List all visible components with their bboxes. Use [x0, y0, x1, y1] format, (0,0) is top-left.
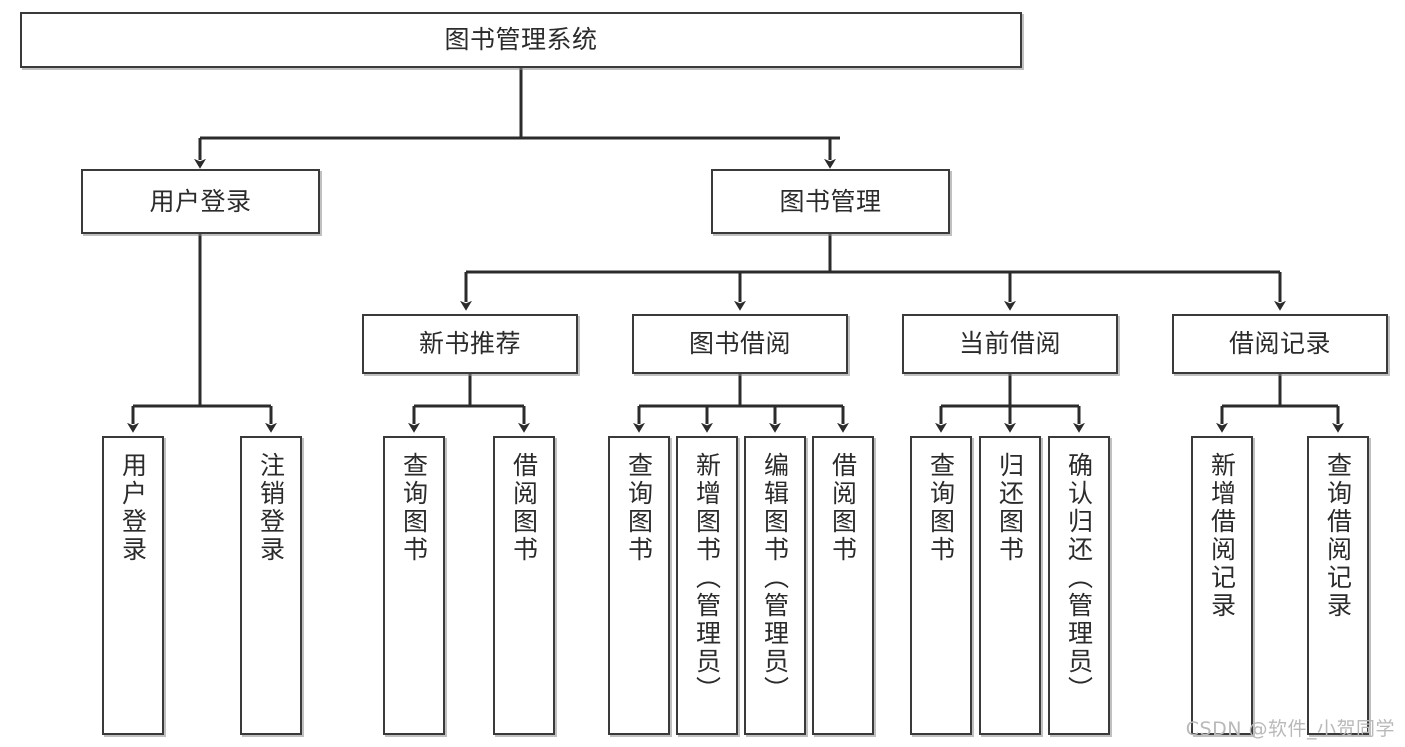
node-new-book-recommend[interactable]: 新书推荐 — [362, 314, 578, 374]
leaf-borrow-book[interactable]: 借阅图书 — [812, 436, 874, 735]
node-label: 借阅图书 — [828, 452, 858, 564]
node-label: 用户登录 — [118, 452, 148, 564]
node-book-borrow[interactable]: 图书借阅 — [632, 314, 848, 374]
node-label: 查询图书 — [399, 452, 429, 564]
leaf-edit-book-admin[interactable]: 编辑图书（管理员） — [744, 436, 806, 735]
leaf-query-borrow-record[interactable]: 查询借阅记录 — [1307, 436, 1369, 735]
leaf-add-borrow-record[interactable]: 新增借阅记录 — [1191, 436, 1253, 735]
leaf-query-book-new[interactable]: 查询图书 — [383, 436, 445, 735]
node-root-system[interactable]: 图书管理系统 — [20, 12, 1022, 68]
leaf-logout-login[interactable]: 注销登录 — [240, 436, 302, 735]
node-borrow-record[interactable]: 借阅记录 — [1172, 314, 1388, 374]
node-label: 图书管理 — [779, 186, 882, 216]
node-label: 当前借阅 — [958, 329, 1061, 359]
node-label: 图书管理系统 — [444, 25, 598, 55]
leaf-return-book[interactable]: 归还图书 — [979, 436, 1041, 735]
leaf-add-book-admin[interactable]: 新增图书（管理员） — [676, 436, 738, 735]
node-label: 查询图书 — [624, 452, 654, 564]
node-label: 查询图书 — [926, 452, 956, 564]
node-current-borrow[interactable]: 当前借阅 — [902, 314, 1118, 374]
node-label: 借阅记录 — [1228, 329, 1331, 359]
node-label: 图书借阅 — [688, 329, 791, 359]
node-label: 编辑图书（管理员） — [760, 452, 790, 704]
node-label: 查询借阅记录 — [1323, 452, 1353, 620]
node-user-login[interactable]: 用户登录 — [81, 169, 320, 234]
node-label: 注销登录 — [256, 452, 286, 564]
node-book-management[interactable]: 图书管理 — [711, 169, 950, 234]
leaf-query-book-current[interactable]: 查询图书 — [910, 436, 972, 735]
node-label: 新增借阅记录 — [1207, 452, 1237, 620]
node-label: 新书推荐 — [418, 329, 521, 359]
node-label: 用户登录 — [149, 186, 252, 216]
leaf-confirm-return-admin[interactable]: 确认归还（管理员） — [1048, 436, 1110, 735]
leaf-user-login[interactable]: 用户登录 — [102, 436, 164, 735]
node-label: 新增图书（管理员） — [692, 452, 722, 704]
node-label: 借阅图书 — [509, 452, 539, 564]
leaf-borrow-book-new[interactable]: 借阅图书 — [493, 436, 555, 735]
node-label: 确认归还（管理员） — [1064, 452, 1094, 704]
leaf-query-book-borrow[interactable]: 查询图书 — [608, 436, 670, 735]
node-label: 归还图书 — [995, 452, 1025, 564]
